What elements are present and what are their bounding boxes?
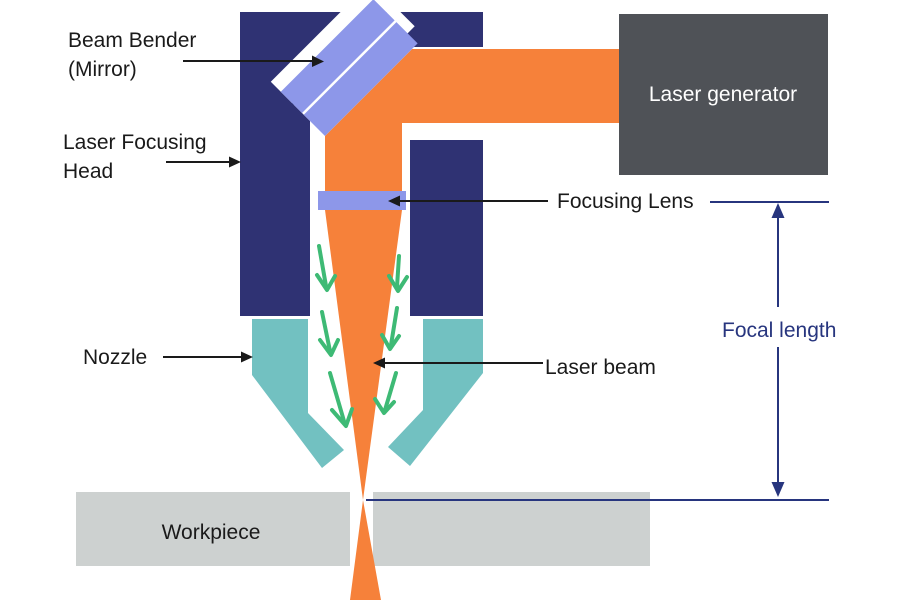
pointer-focusing-lens [388,195,548,207]
label-focusing-head-line1: Laser Focusing [63,131,207,154]
laser-beam-shape [325,49,619,600]
pointer-arrowhead [241,351,253,363]
gas-flow-arrow-left-2 [318,310,340,357]
label-workpiece: Workpiece [162,521,261,544]
pointer-nozzle [163,351,253,363]
pointer-arrowhead [312,55,324,67]
focusing-lens-shape [318,191,406,210]
gas-flow-arrow-left-3 [328,371,354,428]
focal-arrow-down-head [771,482,785,497]
gas-arrow-shaft [320,310,332,353]
label-focusing-lens: Focusing Lens [557,190,694,213]
nozzle-left-wall [252,319,344,468]
gas-arrow-shaft [317,244,328,288]
label-pointers [163,55,548,369]
workpiece-right-slab [373,492,650,566]
gas-arrow-shaft [328,371,346,423]
gas-arrow-head [330,407,354,428]
pointer-arrowhead [229,156,241,168]
label-focal-length: Focal length [722,319,836,342]
gas-flow-arrows [315,244,409,428]
laser-generator-box [619,14,828,175]
pointer-arrowhead [388,195,400,207]
gas-arrow-head [318,338,340,357]
label-focusing-head-line2: Head [63,160,113,183]
beam-bender-mirror-back-plate [280,0,395,113]
gas-flow-arrow-right-3 [373,371,398,415]
pointer-focusing-head [166,156,241,168]
pointer-laser-beam [373,357,543,369]
label-beam-bender-line2: (Mirror) [68,58,137,81]
housing-right-column [410,140,483,316]
beam-bender-mirror-front-plate [303,22,418,136]
pointer-beam-bender [183,55,324,67]
gas-arrow-shaft [383,371,398,412]
label-beam-bender-line1: Beam Bender [68,29,196,52]
nozzle-right-wall [388,319,483,466]
gas-flow-arrow-right-1 [387,254,409,293]
gas-flow-arrow-left-1 [315,244,337,292]
gas-arrow-shaft [395,254,401,289]
label-laser-generator: Laser generator [649,83,797,106]
gas-arrow-shaft [389,306,399,347]
focal-arrow-up-head [771,203,785,218]
gas-arrow-head [315,273,337,292]
focal-length-dimension [366,201,829,501]
pointer-arrowhead [373,357,385,369]
gas-arrow-head [373,397,396,415]
label-laser-beam: Laser beam [545,356,656,379]
workpiece-left-slab [76,492,350,566]
gas-arrow-head [387,274,409,293]
gas-flow-arrow-right-2 [380,306,401,351]
gas-arrow-head [380,333,401,351]
label-nozzle: Nozzle [83,346,147,369]
